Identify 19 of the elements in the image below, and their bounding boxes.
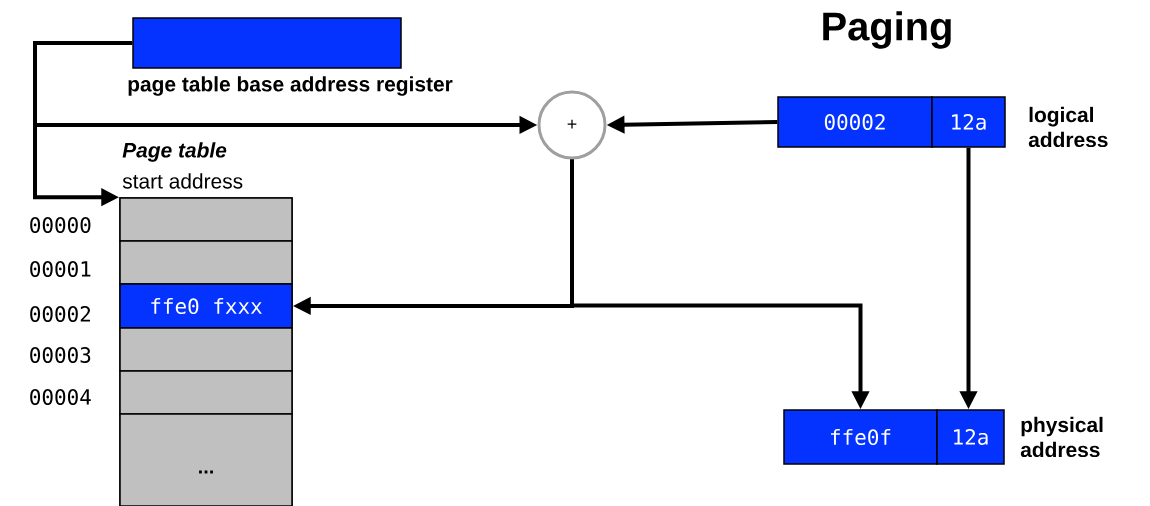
- node-label: physical address: [1020, 416, 1103, 458]
- register-box: [132, 17, 402, 69]
- node-label: Page table: [122, 142, 227, 162]
- node-label: logical address: [1028, 106, 1108, 148]
- table-row: [119, 327, 293, 372]
- address-field: 12a: [931, 96, 1006, 148]
- table-row: [119, 370, 293, 415]
- address-field: 12a: [936, 409, 1005, 465]
- title: Paging: [823, 11, 951, 49]
- table-row: ffe0 fxxx: [119, 283, 293, 329]
- table-row: [119, 197, 293, 242]
- row-address: 00003: [30, 347, 91, 363]
- row-address: 00001: [30, 261, 91, 277]
- row-address: 00002: [30, 306, 90, 322]
- row-address: 00004: [30, 389, 91, 405]
- node-label: page table base address register: [128, 76, 453, 96]
- table-row: [119, 240, 293, 285]
- row-address: 00000: [30, 217, 91, 233]
- node-label: start address: [122, 173, 243, 189]
